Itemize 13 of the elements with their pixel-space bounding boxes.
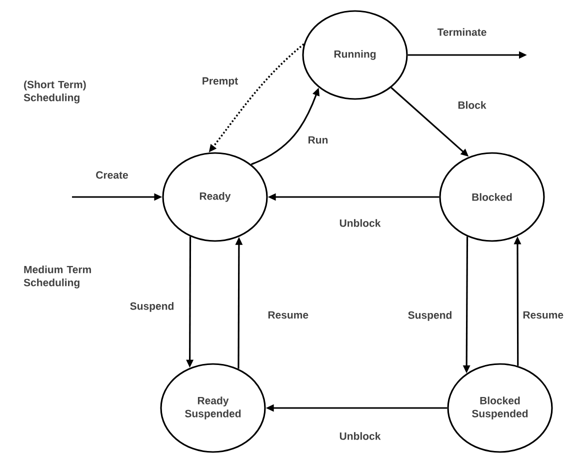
edge-label: Unblock <box>338 218 382 228</box>
scheduling-note: (Short Term) Scheduling <box>24 80 86 104</box>
edge-label: Resume <box>266 310 310 320</box>
edge-label: Terminate <box>436 26 488 38</box>
edge-label: Suspend <box>406 310 454 322</box>
edge-label: Run <box>306 134 330 146</box>
scheduling-note: Medium Term Scheduling <box>24 266 91 288</box>
edge-label: Prempt <box>200 76 240 88</box>
edge-label: Resume <box>521 310 566 320</box>
edge-label: Block <box>456 100 488 110</box>
edge-label: Unblock <box>338 430 382 442</box>
edge-label: Suspend <box>128 300 176 314</box>
edge-label: Create <box>94 170 130 180</box>
